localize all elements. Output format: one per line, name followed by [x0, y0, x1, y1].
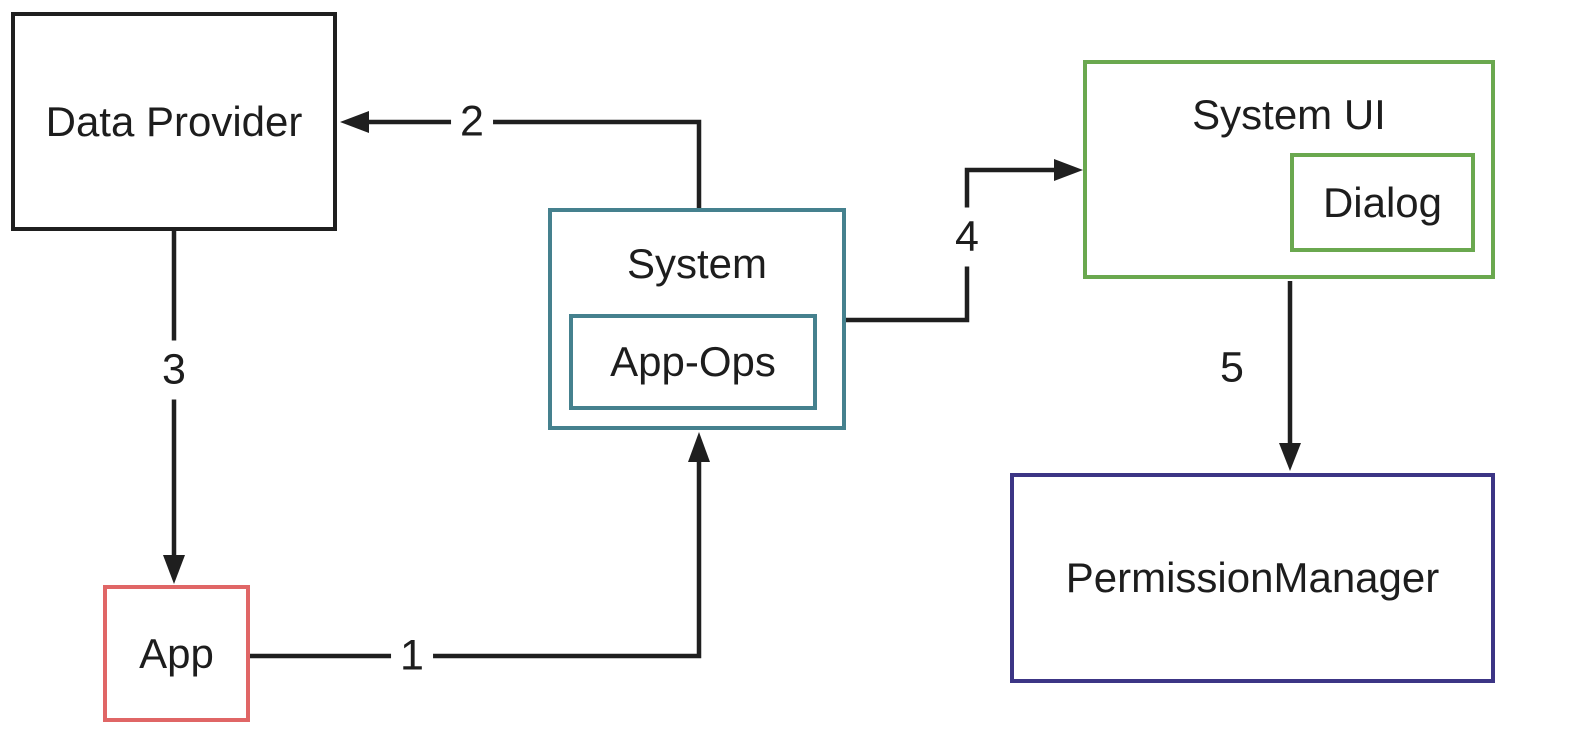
- node-system-ui: System UI Dialog: [1083, 60, 1495, 279]
- edge-system-to-data-provider: [340, 111, 702, 210]
- edge-label-4: 4: [952, 207, 982, 267]
- edge-label-3: 3: [159, 340, 189, 400]
- arrowhead-left-icon: [340, 111, 369, 133]
- edge-label-1: 1: [391, 632, 433, 680]
- edge-label-5: 5: [1220, 343, 1244, 392]
- edge-data-provider-to-app: [163, 231, 185, 584]
- node-data-provider: Data Provider: [11, 12, 337, 231]
- arrowhead-down-icon: [163, 555, 185, 584]
- edge-system-ui-to-permission-manager: [1279, 281, 1301, 471]
- edge-app-to-system: [250, 432, 710, 659]
- node-permission-manager: PermissionManager: [1010, 473, 1495, 683]
- node-system: System App-Ops: [548, 208, 846, 430]
- node-app: App: [103, 585, 250, 722]
- edge-line: [369, 119, 702, 210]
- node-dialog-label: Dialog: [1322, 178, 1443, 226]
- arrowhead-down-icon: [1279, 443, 1301, 471]
- arrowhead-up-icon: [688, 432, 710, 462]
- edge-line: [846, 167, 1054, 323]
- node-app-ops: App-Ops: [569, 314, 817, 410]
- node-app-ops-label: App-Ops: [610, 338, 776, 385]
- edge-line: [250, 462, 702, 659]
- node-data-provider-label: Data Provider: [45, 97, 303, 145]
- edge-label-2: 2: [451, 98, 493, 146]
- node-system-ui-label: System UI: [1192, 91, 1386, 138]
- node-system-label: System: [626, 240, 768, 287]
- node-permission-manager-label: PermissionManager: [1065, 554, 1440, 601]
- node-dialog: Dialog: [1290, 153, 1475, 252]
- node-app-label: App: [139, 629, 214, 677]
- arrowhead-right-icon: [1054, 159, 1083, 181]
